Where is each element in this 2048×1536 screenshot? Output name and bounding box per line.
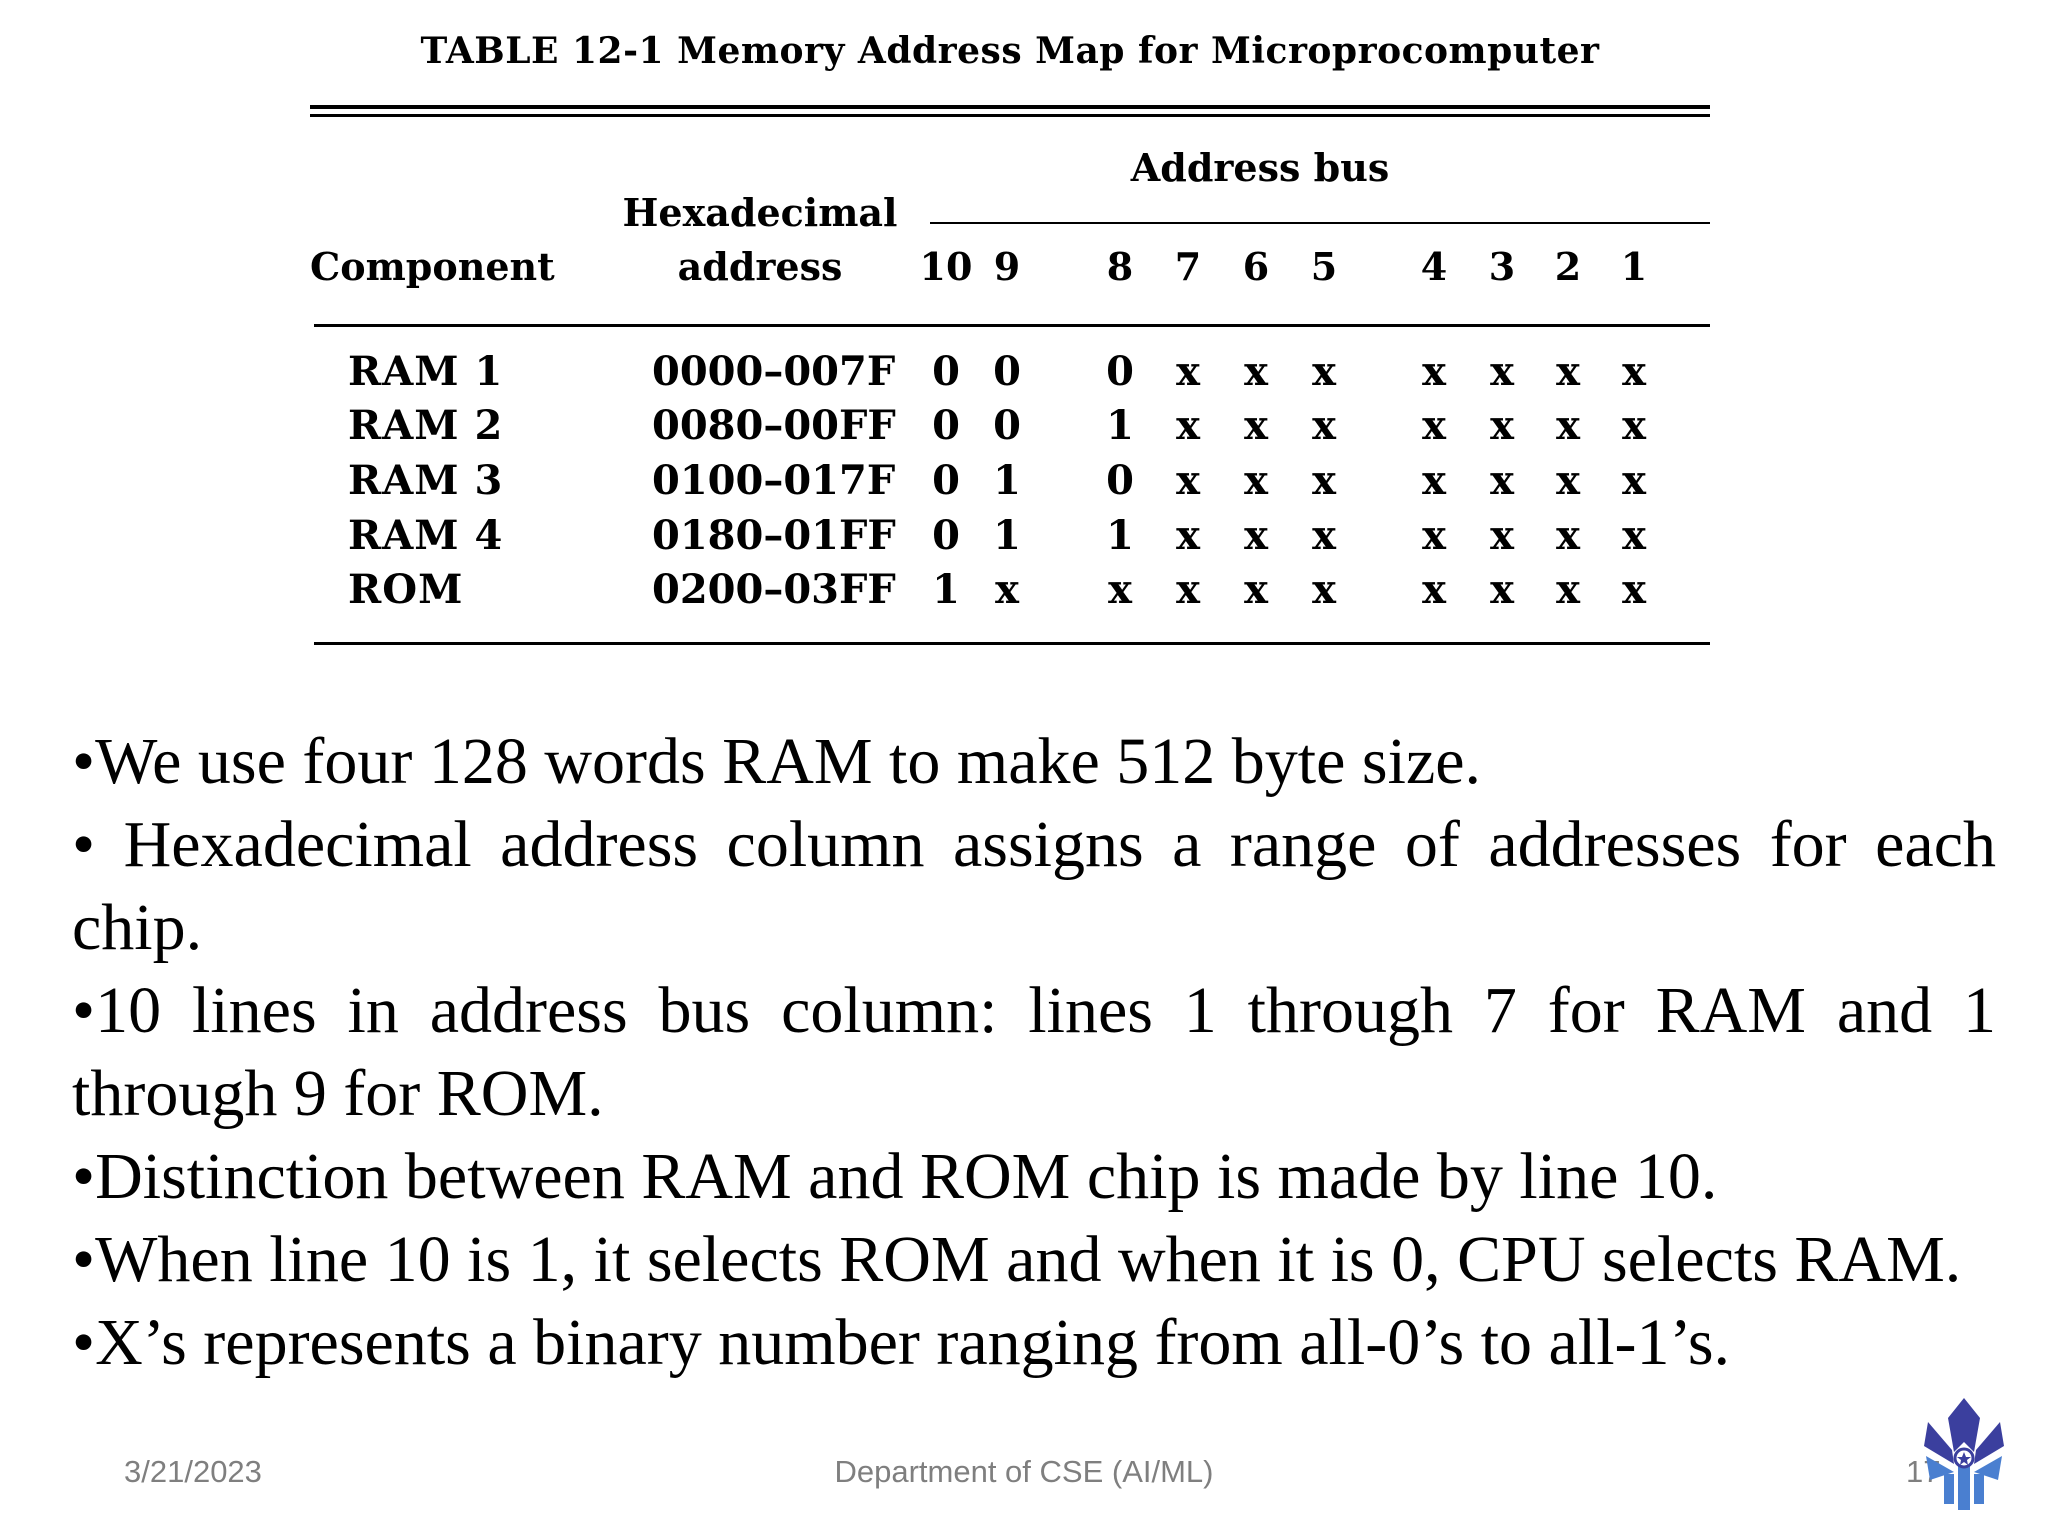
- hex-address-cell: 0100–017F: [652, 457, 896, 504]
- bit-cell: x: [1422, 402, 1446, 449]
- hex-address-cell: 0080–00FF: [652, 402, 896, 449]
- bit-header-10: 10: [919, 244, 973, 289]
- bit-cell: 1: [1106, 512, 1134, 559]
- bullet-3: •10 lines in address bus column: lines 1…: [72, 974, 1996, 1130]
- bit-cell: x: [1176, 566, 1200, 613]
- table-bottom-rule: [314, 642, 1710, 645]
- bullet-6: •X’s represents a binary number ranging …: [72, 1306, 1731, 1379]
- bit-cell: x: [1422, 566, 1446, 613]
- bullet-1: •We use four 128 words RAM to make 512 b…: [72, 725, 1482, 798]
- component-cell: RAM 3: [348, 457, 504, 504]
- bit-cell: x: [995, 566, 1019, 613]
- bit-header-3: 3: [1488, 244, 1516, 289]
- bit-cell: x: [1490, 566, 1514, 613]
- bit-cell: x: [1176, 348, 1200, 395]
- bit-cell: 0: [932, 402, 960, 449]
- hex-header-line2: address: [677, 244, 843, 289]
- component-cell: RAM 1: [348, 348, 504, 395]
- hex-address-cell: 0180–01FF: [652, 512, 896, 559]
- bit-cell: 1: [993, 457, 1021, 504]
- bit-header-4: 4: [1420, 244, 1448, 289]
- bit-cell: x: [1176, 402, 1200, 449]
- bit-cell: x: [1312, 566, 1336, 613]
- bit-cell: x: [1244, 512, 1268, 559]
- bit-cell: 0: [932, 457, 960, 504]
- footer-date: 3/21/2023: [124, 1454, 262, 1489]
- university-logo-icon: [1924, 1398, 2004, 1510]
- bit-cell: x: [1622, 457, 1646, 504]
- component-cell: RAM 2: [348, 402, 504, 449]
- bit-cell: x: [1622, 566, 1646, 613]
- hex-address-cell: 0200–03FF: [652, 566, 896, 613]
- bit-header-5: 5: [1310, 244, 1338, 289]
- bit-cell: x: [1312, 402, 1336, 449]
- bit-cell: x: [1556, 566, 1580, 613]
- bit-cell: 0: [993, 402, 1021, 449]
- header-bottom-rule: [314, 324, 1710, 327]
- bit-cell: 0: [993, 348, 1021, 395]
- bit-cell: 0: [1106, 348, 1134, 395]
- component-cell: RAM 4: [348, 512, 504, 559]
- bit-header-8: 8: [1106, 244, 1134, 289]
- hex-header-line1: Hexadecimal: [622, 190, 898, 235]
- bit-cell: x: [1312, 512, 1336, 559]
- bit-header-9: 9: [993, 244, 1021, 289]
- bit-cell: x: [1490, 512, 1514, 559]
- bit-cell: 0: [932, 512, 960, 559]
- bit-cell: x: [1312, 457, 1336, 504]
- bullet-2: • Hexadecimal address column assigns a r…: [72, 808, 1996, 964]
- table-title: TABLE 12-1 Memory Address Map for Microp…: [420, 30, 1600, 72]
- bit-header-7: 7: [1174, 244, 1202, 289]
- bit-cell: x: [1490, 348, 1514, 395]
- bullet-4: •Distinction between RAM and ROM chip is…: [72, 1140, 1718, 1213]
- bit-cell: x: [1244, 348, 1268, 395]
- bullet-5: •When line 10 is 1, it selects ROM and w…: [72, 1223, 1962, 1296]
- bit-cell: x: [1176, 512, 1200, 559]
- bit-cell: x: [1422, 348, 1446, 395]
- bit-header-6: 6: [1242, 244, 1270, 289]
- bit-cell: x: [1622, 348, 1646, 395]
- bit-cell: 0: [932, 348, 960, 395]
- bit-cell: x: [1108, 566, 1132, 613]
- table-top-rule: [310, 105, 1710, 109]
- bit-cell: x: [1176, 457, 1200, 504]
- bit-cell: x: [1312, 348, 1336, 395]
- bit-cell: x: [1556, 512, 1580, 559]
- bit-cell: x: [1244, 457, 1268, 504]
- bit-cell: x: [1556, 402, 1580, 449]
- component-header: Component: [310, 244, 555, 289]
- hex-address-cell: 0000–007F: [652, 348, 896, 395]
- bit-cell: x: [1422, 512, 1446, 559]
- bit-cell: x: [1622, 512, 1646, 559]
- bit-cell: x: [1490, 457, 1514, 504]
- bit-cell: x: [1422, 457, 1446, 504]
- table-top-rule-2: [310, 114, 1710, 117]
- footer-department: Department of CSE (AI/ML): [834, 1454, 1214, 1489]
- bit-cell: 1: [932, 566, 960, 613]
- bit-header-1: 1: [1620, 244, 1648, 289]
- memory-map-table: TABLE 12-1 Memory Address Map for Microp…: [310, 30, 1710, 650]
- bit-cell: x: [1556, 348, 1580, 395]
- bit-cell: x: [1556, 457, 1580, 504]
- address-bus-header: Address bus: [1130, 145, 1390, 190]
- bit-cell: 1: [993, 512, 1021, 559]
- bit-header-2: 2: [1554, 244, 1582, 289]
- bit-cell: 0: [1106, 457, 1134, 504]
- bit-cell: x: [1622, 402, 1646, 449]
- address-bus-underline: [930, 222, 1710, 224]
- bit-cell: x: [1490, 402, 1514, 449]
- bullet-list: •We use four 128 words RAM to make 512 b…: [72, 720, 1996, 1384]
- bit-cell: x: [1244, 566, 1268, 613]
- bit-cell: 1: [1106, 402, 1134, 449]
- component-cell: ROM: [348, 566, 464, 613]
- bit-cell: x: [1244, 402, 1268, 449]
